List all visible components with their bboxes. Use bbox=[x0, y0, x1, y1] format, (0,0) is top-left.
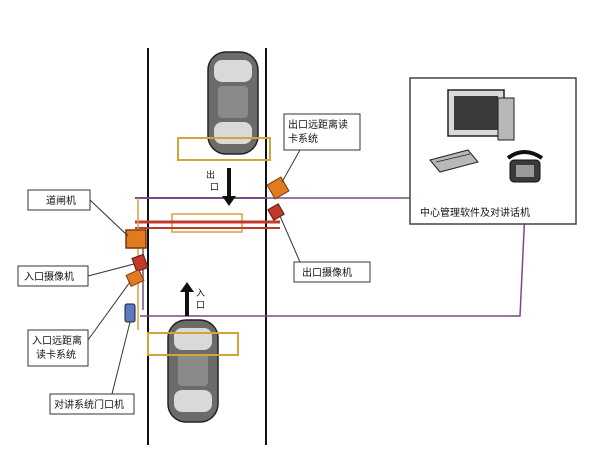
entry-arrow-label-2: 口 bbox=[196, 301, 205, 311]
entrance-reader-label-box bbox=[27, 329, 89, 367]
entrance-reader-leader bbox=[87, 281, 131, 341]
cable-intercom-to-center bbox=[140, 209, 526, 317]
exit-camera-label-box bbox=[293, 261, 371, 283]
entry-direction-arrow bbox=[180, 282, 194, 316]
intercom-door-unit-device bbox=[124, 303, 136, 323]
exit-direction-arrow bbox=[222, 168, 236, 206]
exit-camera-leader bbox=[279, 215, 301, 263]
exit-arrow-label-2: 口 bbox=[210, 183, 219, 193]
central-management-label: 中心管理软件及对讲话机 bbox=[420, 206, 530, 219]
barrier-gate-label: 道闸机 bbox=[46, 194, 76, 207]
exit-camera-device bbox=[267, 203, 285, 221]
exit-reader-device bbox=[266, 176, 290, 200]
entrance-camera-device bbox=[131, 253, 149, 273]
computer-icon bbox=[429, 89, 515, 173]
exit-reader-label-1: 出口远距离读 bbox=[288, 118, 348, 131]
exit-loop-coil bbox=[177, 137, 271, 161]
exit-reader-label-2: 卡系统 bbox=[288, 132, 318, 145]
exit-arrow-label-1: 出 bbox=[206, 169, 215, 181]
entry-car bbox=[167, 319, 219, 423]
intercom-door-unit-label-box bbox=[49, 393, 135, 415]
entry-loop-coil bbox=[147, 332, 239, 356]
exit-reader-leader bbox=[281, 149, 301, 183]
telephone-icon bbox=[506, 150, 544, 183]
entrance-reader-label-2: 读卡系统 bbox=[36, 348, 76, 361]
intercom-door-unit-leader bbox=[111, 321, 131, 395]
exit-reader-label-box bbox=[283, 113, 361, 151]
barrier-gate-device bbox=[125, 229, 147, 249]
intercom-door-unit-label: 对讲系统门口机 bbox=[54, 398, 124, 411]
entrance-camera-leader bbox=[87, 263, 135, 277]
exit-car bbox=[207, 51, 259, 155]
entrance-reader-device bbox=[125, 268, 145, 288]
entry-arrow-label-1: 入 bbox=[196, 288, 205, 299]
entrance-reader-label-1: 入口远距离 bbox=[32, 334, 82, 347]
exit-camera-label: 出口摄像机 bbox=[302, 266, 352, 279]
entrance-camera-label: 入口摄像机 bbox=[24, 270, 74, 283]
barrier-gate-leader bbox=[89, 199, 129, 237]
